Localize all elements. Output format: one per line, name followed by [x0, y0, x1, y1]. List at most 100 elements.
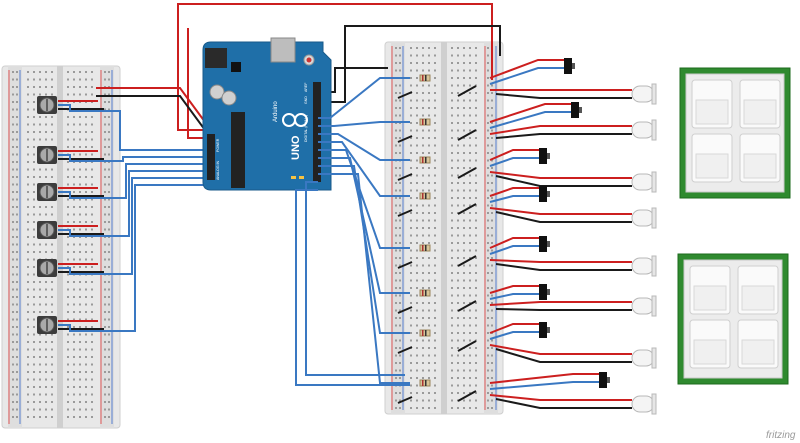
breadboard-hole [428, 279, 430, 282]
breadboard-hole [434, 54, 436, 57]
breadboard-hole [104, 408, 106, 411]
breadboard-hole [104, 243, 106, 246]
breadboard-hole [12, 311, 14, 313]
breadboard-hole [79, 138, 81, 141]
breadboard-hole [475, 287, 477, 289]
breadboard-hole [428, 47, 430, 49]
breadboard-hole [434, 317, 436, 319]
breadboard-hole [491, 309, 493, 312]
breadboard-hole [108, 333, 110, 336]
breadboard-hole [33, 191, 35, 193]
breadboard-hole [399, 324, 401, 327]
breadboard-hole [91, 221, 93, 223]
breadboard-hole [475, 234, 477, 237]
breadboard-hole [108, 228, 110, 231]
breadboard-hole [451, 392, 453, 394]
breadboard-hole [395, 212, 397, 214]
breadboard-hole [457, 197, 459, 199]
breadboard-hole [16, 408, 18, 411]
breadboard-hole [491, 242, 493, 244]
breadboard-hole [104, 221, 106, 223]
breadboard-hole [45, 251, 47, 253]
breadboard-hole [104, 378, 106, 381]
breadboard-hole [85, 183, 87, 186]
breadboard-hole [451, 302, 453, 304]
breadboard-hole [108, 243, 110, 246]
breadboard-hole [475, 384, 477, 387]
breadboard-hole [434, 264, 436, 267]
breadboard-hole [67, 393, 69, 396]
breadboard-hole [399, 362, 401, 364]
breadboard-hole [16, 356, 18, 358]
breadboard-hole [16, 378, 18, 381]
breadboard-hole [12, 281, 14, 283]
breadboard-hole [91, 93, 93, 96]
breadboard-hole [487, 197, 489, 199]
breadboard-hole [487, 302, 489, 304]
breadboard-hole [16, 303, 18, 306]
breadboard-hole [12, 221, 14, 223]
breadboard-hole [491, 279, 493, 282]
breadboard-hole [428, 354, 430, 357]
wire-signal [318, 133, 410, 161]
breadboard-hole [395, 309, 397, 312]
breadboard-hole [395, 84, 397, 87]
breadboard-hole [463, 317, 465, 319]
breadboard-hole [395, 257, 397, 259]
breadboard-hole [416, 99, 418, 102]
breadboard-hole [67, 378, 69, 381]
breadboard-hole [487, 347, 489, 349]
button-pad-key-face [741, 285, 775, 311]
breadboard-hole [45, 386, 47, 388]
breadboard-hole [416, 92, 418, 94]
breadboard-hole [463, 242, 465, 244]
breadboard-hole [67, 386, 69, 388]
wire-power [489, 171, 632, 179]
breadboard-hole [108, 348, 110, 351]
breadboard-hole [475, 369, 477, 372]
breadboard-hole [416, 47, 418, 49]
breadboard-hole [451, 84, 453, 87]
breadboard-hole [27, 311, 29, 313]
breadboard-hole [457, 84, 459, 87]
breadboard-hole [399, 129, 401, 132]
slide-switch [564, 58, 572, 74]
breadboard-hole [12, 393, 14, 396]
breadboard-hole [475, 122, 477, 124]
breadboard-hole [410, 302, 412, 304]
breadboard-hole [67, 311, 69, 313]
breadboard-hole [45, 123, 47, 126]
breadboard-hole [85, 266, 87, 268]
breadboard-hole [395, 324, 397, 327]
breadboard-hole [45, 116, 47, 118]
breadboard-hole [410, 204, 412, 207]
breadboard-hole [85, 176, 87, 178]
breadboard-hole [85, 86, 87, 88]
breadboard-hole [27, 116, 29, 118]
breadboard-hole [45, 206, 47, 208]
breadboard-hole [469, 227, 471, 229]
breadboard-hole [12, 363, 14, 366]
breadboard-hole [434, 137, 436, 139]
breadboard-hole [428, 347, 430, 349]
breadboard-hole [73, 393, 75, 396]
breadboard-hole [39, 371, 41, 373]
breadboard-hole [73, 386, 75, 388]
wire-power [489, 59, 564, 79]
breadboard-hole [104, 93, 106, 96]
breadboard-hole [91, 251, 93, 253]
breadboard-hole [45, 378, 47, 381]
breadboard-hole [428, 84, 430, 87]
breadboard-hole [27, 161, 29, 163]
breadboard-hole [12, 206, 14, 208]
breadboard-hole [67, 236, 69, 238]
breadboard-hole [422, 137, 424, 139]
breadboard-hole [79, 311, 81, 313]
breadboard-hole [428, 399, 430, 402]
breadboard-hole [475, 399, 477, 402]
breadboard-hole [104, 176, 106, 178]
breadboard-hole [434, 107, 436, 109]
breadboard-hole [73, 303, 75, 306]
breadboard-hole [487, 212, 489, 214]
resistor-band [425, 157, 427, 163]
